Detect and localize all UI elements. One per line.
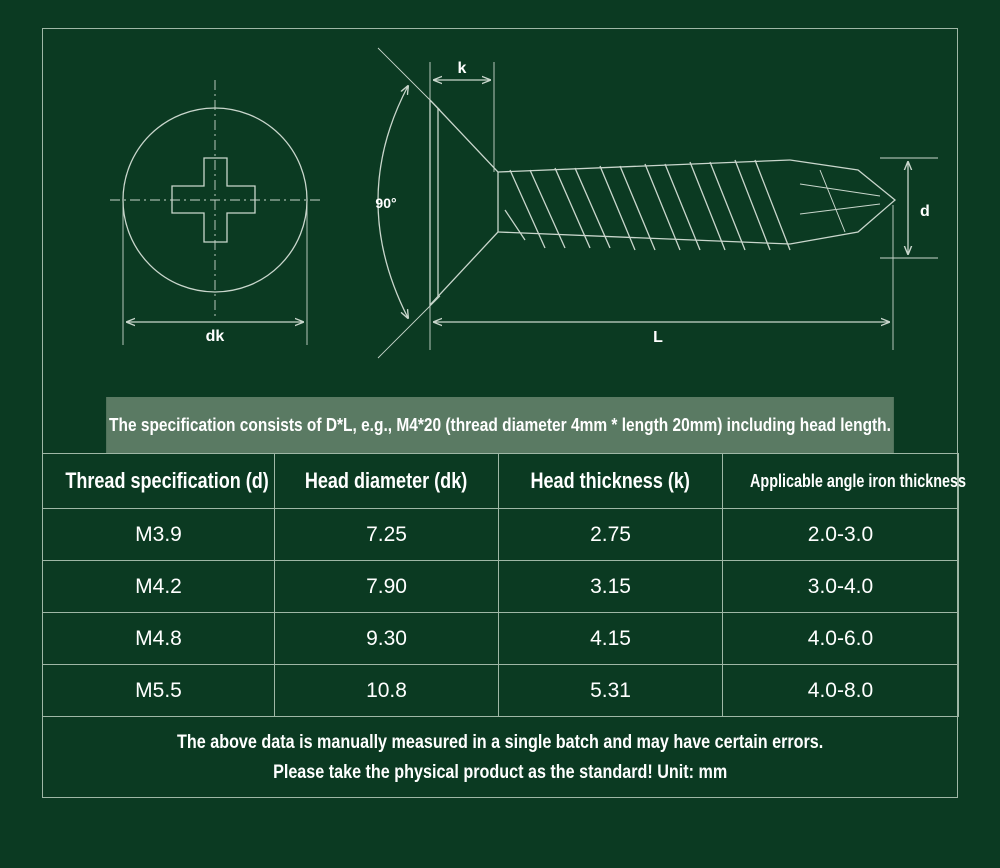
table-row: M4.8 9.30 4.15 4.0-6.0 bbox=[42, 612, 959, 665]
cell-head-diameter: 7.25 bbox=[274, 508, 499, 561]
cell-thread: M4.2 bbox=[42, 560, 275, 613]
angle-line-bottom bbox=[377, 295, 441, 359]
footer-line-1: The above data is manually measured in a… bbox=[176, 732, 824, 753]
outer-frame bbox=[42, 28, 958, 798]
footer-line-2: Please take the physical product as the … bbox=[272, 762, 728, 783]
cell-head-diameter: 10.8 bbox=[274, 664, 499, 717]
drill-flutes bbox=[799, 169, 881, 233]
cell-head-thickness: 5.31 bbox=[498, 664, 723, 717]
angle-arc bbox=[377, 86, 408, 318]
d-label: d bbox=[920, 203, 930, 220]
table-row: M5.5 10.8 5.31 4.0-8.0 bbox=[42, 664, 959, 717]
specification-table: Thread specification (d) Head diameter (… bbox=[42, 453, 966, 717]
screw-technical-drawing: dk bbox=[110, 47, 938, 359]
k-label: k bbox=[458, 60, 467, 77]
cell-head-diameter: 9.30 bbox=[274, 612, 499, 665]
L-label: L bbox=[653, 329, 663, 346]
drill-tip bbox=[789, 159, 897, 245]
table-row: M3.9 7.25 2.75 2.0-3.0 bbox=[42, 508, 959, 561]
thread-lines bbox=[504, 159, 791, 251]
angle-line-top bbox=[377, 47, 441, 111]
header-angle-iron-thickness: Applicable angle iron thickness bbox=[722, 453, 966, 509]
cell-head-thickness: 2.75 bbox=[498, 508, 723, 561]
cell-angle-iron: 4.0-6.0 bbox=[722, 612, 959, 665]
header-thread-spec: Thread specification (d) bbox=[42, 453, 275, 509]
cell-head-diameter: 7.90 bbox=[274, 560, 499, 613]
countersunk-head bbox=[429, 98, 499, 307]
dk-label: dk bbox=[206, 328, 225, 345]
cell-head-thickness: 3.15 bbox=[498, 560, 723, 613]
angle-label: 90° bbox=[375, 195, 396, 211]
phillips-cross-icon bbox=[171, 157, 256, 243]
cell-angle-iron: 3.0-4.0 bbox=[722, 560, 959, 613]
cell-thread: M3.9 bbox=[42, 508, 275, 561]
cell-thread: M5.5 bbox=[42, 664, 275, 717]
cell-thread: M4.8 bbox=[42, 612, 275, 665]
cell-angle-iron: 2.0-3.0 bbox=[722, 508, 959, 561]
cell-head-thickness: 4.15 bbox=[498, 612, 723, 665]
shank-top bbox=[497, 159, 791, 173]
screw-side-view bbox=[377, 47, 938, 359]
cell-angle-iron: 4.0-8.0 bbox=[722, 664, 959, 717]
footer-note: The above data is manually measured in a… bbox=[42, 720, 958, 798]
header-head-thickness: Head thickness (k) bbox=[498, 453, 723, 509]
table-header-row: Thread specification (d) Head diameter (… bbox=[42, 453, 966, 509]
header-head-diameter: Head diameter (dk) bbox=[274, 453, 499, 509]
table-row: M4.2 7.90 3.15 3.0-4.0 bbox=[42, 560, 959, 613]
specification-banner: The specification consists of D*L, e.g.,… bbox=[106, 397, 894, 453]
screw-head-top-view bbox=[110, 80, 320, 345]
